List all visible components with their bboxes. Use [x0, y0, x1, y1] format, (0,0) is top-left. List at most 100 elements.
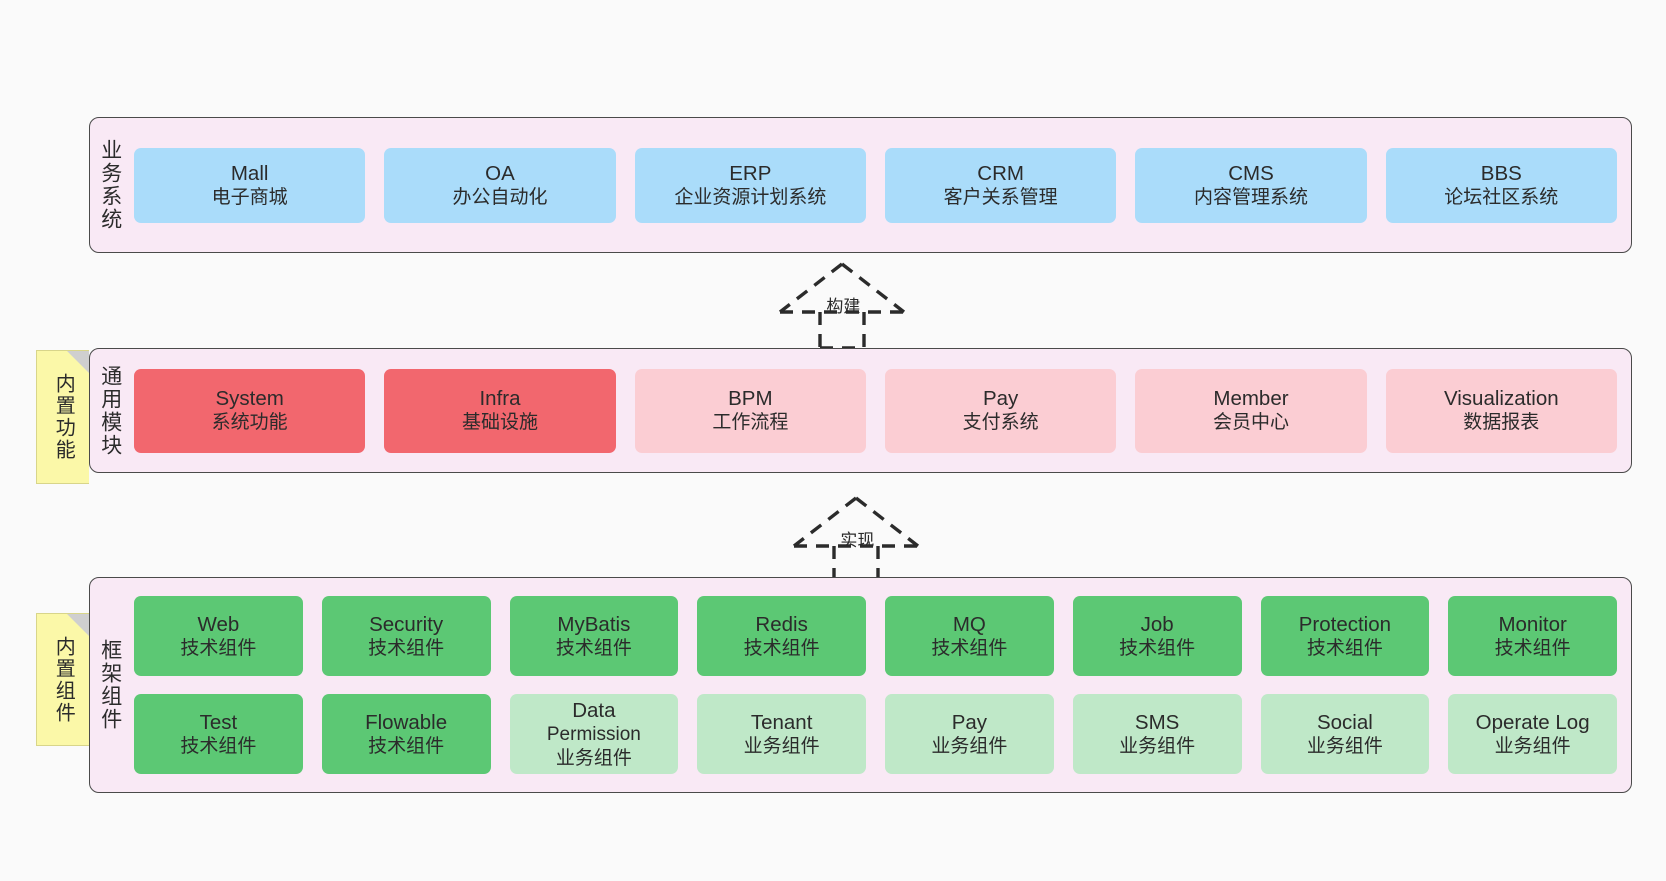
node-title: Web [197, 612, 240, 636]
node-pay[interactable]: Pay 支付系统 [884, 368, 1117, 453]
node-subtitle: 系统功能 [211, 412, 288, 434]
node-subtitle: 业务组件 [1494, 735, 1571, 757]
arrow-implement: 实现 [766, 492, 946, 584]
layer-business-systems: 业务系统 Mall 电子商城 OA 办公自动化 ERP 企业资源计划系统 CRM… [89, 117, 1632, 253]
node-title: Monitor [1498, 612, 1567, 636]
node-data-permission[interactable]: Data Permission 业务组件 [509, 694, 679, 774]
node-subtitle: 技术组件 [555, 637, 632, 659]
node-title: CMS [1228, 161, 1274, 185]
node-title: Protection [1298, 612, 1392, 636]
arrow-build: 构建 [752, 258, 932, 350]
node-subtitle: 技术组件 [368, 637, 445, 659]
node-title: Redis [755, 612, 808, 636]
node-system[interactable]: System 系统功能 [134, 368, 366, 453]
node-bpm[interactable]: BPM 工作流程 [634, 368, 866, 453]
note-fold-corner-icon [67, 351, 89, 373]
row-framework-business: Test 技术组件 Flowable 技术组件 Data Permission … [134, 694, 1617, 774]
node-title: Visualization [1443, 387, 1559, 411]
layer-common-modules: 通用模块 System 系统功能 Infra 基础设施 BPM 工作流程 Pay… [89, 348, 1632, 473]
node-subtitle: 办公自动化 [452, 186, 548, 208]
layer-body-framework-components: Web 技术组件 Security 技术组件 MyBatis 技术组件 Redi… [130, 578, 1631, 792]
node-title: SMS [1134, 710, 1180, 734]
row-common-modules: System 系统功能 Infra 基础设施 BPM 工作流程 Pay 支付系统… [134, 368, 1617, 453]
node-test[interactable]: Test 技术组件 [134, 694, 303, 774]
node-bbs[interactable]: BBS 论坛社区系统 [1385, 147, 1617, 223]
note-label: 内置功能 [52, 373, 75, 461]
node-subtitle: 业务组件 [1306, 735, 1383, 757]
note-label: 内置组件 [52, 635, 75, 724]
node-subtitle: 内容管理系统 [1193, 186, 1308, 208]
node-security[interactable]: Security 技术组件 [321, 596, 491, 676]
node-operate-log[interactable]: Operate Log 业务组件 [1448, 694, 1617, 774]
node-subtitle: 支付系统 [962, 412, 1039, 434]
node-title: Operate Log [1475, 710, 1590, 734]
node-subtitle: 技术组件 [931, 637, 1008, 659]
row-framework-tech: Web 技术组件 Security 技术组件 MyBatis 技术组件 Redi… [134, 596, 1617, 676]
node-redis[interactable]: Redis 技术组件 [697, 596, 866, 676]
node-member[interactable]: Member 会员中心 [1135, 368, 1367, 453]
node-subtitle: 基础设施 [461, 412, 538, 434]
node-pay-component[interactable]: Pay 业务组件 [885, 694, 1054, 774]
node-infra[interactable]: Infra 基础设施 [384, 368, 616, 453]
node-tenant[interactable]: Tenant 业务组件 [697, 694, 866, 774]
node-visualization[interactable]: Visualization 数据报表 [1385, 368, 1617, 453]
row-business-systems: Mall 电子商城 OA 办公自动化 ERP 企业资源计划系统 CRM 客户关系… [134, 147, 1617, 223]
node-subtitle: 企业资源计划系统 [674, 186, 827, 208]
node-erp[interactable]: ERP 企业资源计划系统 [634, 147, 866, 223]
node-subtitle: 技术组件 [1494, 637, 1571, 659]
node-title: Pay [951, 710, 988, 734]
node-job[interactable]: Job 技术组件 [1072, 596, 1242, 676]
node-monitor[interactable]: Monitor 技术组件 [1448, 596, 1617, 676]
node-subtitle: 电子商城 [211, 186, 288, 208]
node-title: ERP [729, 161, 772, 185]
node-social[interactable]: Social 业务组件 [1260, 694, 1430, 774]
node-sms[interactable]: SMS 业务组件 [1072, 694, 1242, 774]
node-subtitle: 业务组件 [555, 747, 632, 769]
node-crm[interactable]: CRM 客户关系管理 [884, 147, 1117, 223]
layer-title-framework-components: 框架组件 [98, 639, 122, 731]
node-web[interactable]: Web 技术组件 [134, 596, 303, 676]
node-mq[interactable]: MQ 技术组件 [885, 596, 1054, 676]
node-title: Data [572, 699, 616, 723]
node-title: OA [485, 161, 515, 185]
layer-body-common-modules: System 系统功能 Infra 基础设施 BPM 工作流程 Pay 支付系统… [130, 349, 1631, 472]
node-title: Test [199, 710, 238, 734]
node-title: Social [1316, 710, 1373, 734]
node-subtitle: 技术组件 [180, 637, 257, 659]
note-builtin-features: 内置功能 [36, 350, 89, 484]
note-builtin-components: 内置组件 [36, 613, 89, 746]
node-subtitle: 技术组件 [743, 637, 820, 659]
node-cms[interactable]: CMS 内容管理系统 [1135, 147, 1367, 223]
node-flowable[interactable]: Flowable 技术组件 [321, 694, 491, 774]
node-protection[interactable]: Protection 技术组件 [1260, 596, 1430, 676]
node-title: Member [1213, 387, 1289, 411]
layer-title-business-systems: 业务系统 [98, 139, 122, 231]
node-subtitle: 技术组件 [1119, 637, 1196, 659]
node-subtitle: 工作流程 [712, 412, 789, 434]
node-subtitle: 会员中心 [1212, 412, 1289, 434]
layer-body-business-systems: Mall 电子商城 OA 办公自动化 ERP 企业资源计划系统 CRM 客户关系… [130, 118, 1631, 252]
node-oa[interactable]: OA 办公自动化 [384, 147, 616, 223]
node-title: Tenant [750, 710, 813, 734]
node-subtitle: 业务组件 [931, 735, 1008, 757]
arrow-label-implement: 实现 [840, 531, 875, 550]
arrow-label-build: 构建 [826, 297, 861, 316]
node-title: Job [1140, 612, 1174, 636]
node-title: Security [369, 612, 444, 636]
node-title: BPM [728, 387, 773, 411]
node-title: Infra [479, 387, 521, 411]
layer-framework-components: 框架组件 Web 技术组件 Security 技术组件 MyBatis 技术组件… [89, 577, 1632, 793]
node-title-cont: Permission [546, 724, 641, 746]
node-mall[interactable]: Mall 电子商城 [134, 147, 366, 223]
note-fold-corner-icon [67, 614, 89, 636]
node-subtitle: 技术组件 [180, 735, 257, 757]
node-subtitle: 业务组件 [743, 735, 820, 757]
layer-title-common-modules: 通用模块 [98, 364, 122, 457]
node-title: Pay [982, 387, 1019, 411]
node-subtitle: 论坛社区系统 [1444, 186, 1559, 208]
node-mybatis[interactable]: MyBatis 技术组件 [509, 596, 679, 676]
node-title: System [215, 387, 284, 411]
node-subtitle: 数据报表 [1463, 412, 1540, 434]
node-subtitle: 技术组件 [1306, 637, 1383, 659]
